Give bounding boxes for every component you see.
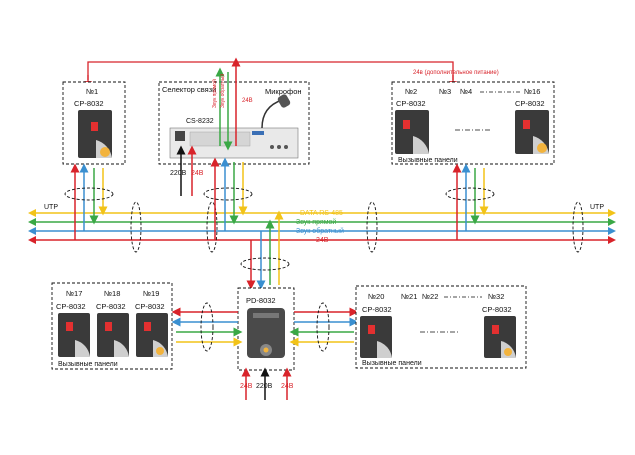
pd-in-left-label: 24В	[240, 383, 253, 390]
selector-device	[169, 127, 299, 159]
panel-2-number: №2	[405, 87, 417, 96]
bottom-right-caption: Вызывные панели	[362, 360, 422, 367]
box-pd: PD-8032	[237, 287, 295, 371]
panel-3-number: №3	[439, 87, 451, 96]
call-panel-device	[136, 313, 168, 357]
panel-19-model: CP-8032	[135, 302, 165, 311]
bus-label-forward: Звук прямой	[296, 218, 336, 226]
pd-device	[247, 308, 285, 358]
bus-label-power: 24В	[316, 237, 329, 244]
panel-18-model: CP-8032	[96, 302, 126, 311]
box-panels-2-16: №2 №3 №4 №16 CP-8032 CP-8032 Вызывные па…	[391, 81, 555, 165]
utp-ellipse-box1	[64, 187, 114, 201]
pd-in-mid-label: 220В	[256, 383, 273, 390]
selector-220-label: 220В	[170, 170, 187, 177]
utp-ellipse-pd-left	[200, 302, 214, 352]
panel-32-number: №32	[488, 292, 504, 301]
utp-ellipse-pd	[240, 257, 290, 271]
microphone-label: Микрофон	[265, 87, 302, 96]
selector-24-label: 24В	[191, 170, 204, 177]
panel-4-number: №4	[460, 87, 472, 96]
pd-model: PD-8032	[246, 296, 276, 305]
selector-power-inputs: 220В 24В	[170, 145, 204, 196]
utp-ellipse-selector	[203, 187, 253, 201]
pd-right-wires	[289, 307, 359, 347]
panel-19-number: №19	[143, 289, 159, 298]
panel-17-model: CP-8032	[56, 302, 86, 311]
utp-left-label: UTP	[44, 204, 58, 211]
selector-title: Селектор связи	[162, 85, 216, 94]
panel-16-model: CP-8032	[515, 99, 545, 108]
selector-v3: 24В	[242, 98, 253, 104]
bus-label-data: DATA RS-485	[300, 210, 343, 217]
right-top-caption: Вызывные панели	[398, 157, 458, 164]
panel-18-number: №18	[104, 289, 120, 298]
pd-left-wires	[171, 307, 243, 347]
panel-1-number: №1	[86, 87, 98, 96]
box-panels-17-19: №17 №18 №19 CP-8032 CP-8032 CP-8032 Вызы…	[51, 282, 173, 370]
bottom-left-caption: Вызывные панели	[58, 361, 118, 368]
utp-ellipse-pd-right	[316, 302, 330, 352]
call-panel-device	[78, 110, 112, 158]
main-bus: DATA RS-485 Звук прямой Звук обратный 24…	[28, 204, 616, 244]
panel-21-number: №21	[401, 292, 417, 301]
box-panel-1: №1 CP-8032	[62, 81, 126, 165]
pd-in-right-label: 24В	[281, 383, 294, 390]
utp-ellipse-right-top	[445, 187, 495, 201]
panel-22-number: №22	[422, 292, 438, 301]
bus-label-reverse: Звук обратный	[296, 227, 344, 235]
panel-20-number: №20	[368, 292, 384, 301]
call-panel-device	[97, 313, 129, 357]
selector-v1: Звук прямой	[211, 79, 218, 108]
pd-power-inputs: 24В 220В 24В	[240, 367, 294, 400]
utp-right-label: UTP	[590, 204, 604, 211]
call-panel-device	[395, 110, 429, 154]
call-panel-device	[515, 110, 549, 154]
selector-up-wires: Звук прямой Звук обратный 24В	[211, 57, 253, 151]
panel-1-model: CP-8032	[74, 99, 104, 108]
supplementary-power-label: 24в (дополнительное питание)	[413, 70, 499, 76]
panel-32-model: CP-8032	[482, 305, 512, 314]
panel-16-number: №16	[524, 87, 540, 96]
pd-wires-top	[246, 210, 284, 290]
box1-wires	[70, 163, 108, 240]
panel-2-model: CP-8032	[396, 99, 426, 108]
utp-ellipses-bus	[130, 201, 584, 253]
microphone-icon	[261, 94, 291, 129]
call-panel-device	[360, 316, 392, 358]
selector-model: CS-8232	[186, 118, 214, 125]
box-panels-20-32: №20 №21 №22 №32 CP-8032 CP-8032 Вызывные…	[355, 285, 527, 369]
selector-bus-wires	[210, 157, 248, 240]
call-panel-device	[58, 313, 90, 357]
panel-20-model: CP-8032	[362, 305, 392, 314]
panel-17-number: №17	[66, 289, 82, 298]
right-top-wires	[452, 163, 489, 240]
selector-v2: Звук обратный	[219, 74, 226, 108]
call-panel-device	[484, 316, 516, 358]
